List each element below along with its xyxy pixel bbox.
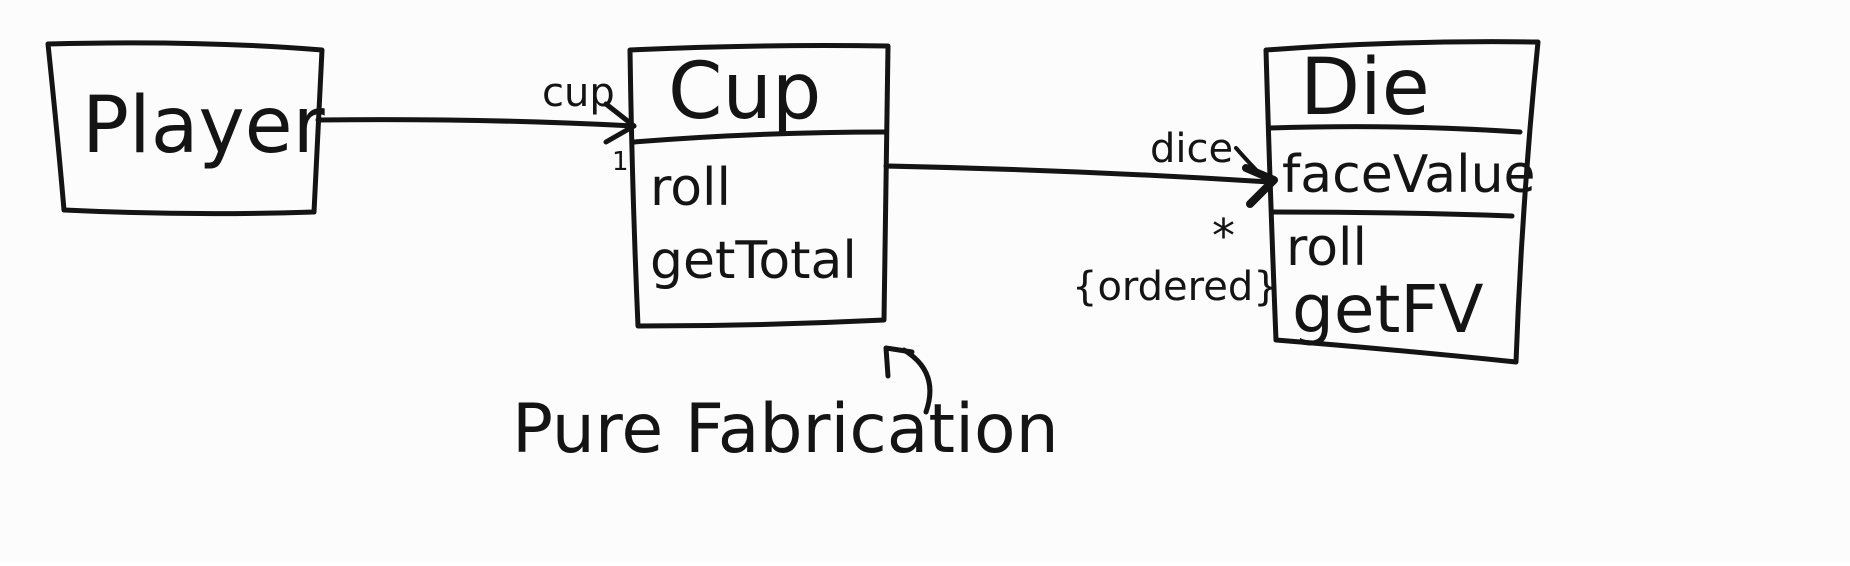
- association-cup-die: dice * {ordered}: [883, 126, 1279, 310]
- class-die-name: Die: [1300, 43, 1430, 133]
- association-player-cup: cup 1: [315, 70, 637, 177]
- class-die-operation-roll: roll: [1286, 218, 1367, 278]
- association-player-cup-arrowhead: [603, 101, 637, 145]
- association-player-cup-role: cup: [542, 70, 615, 116]
- class-die-box: [1263, 39, 1541, 365]
- class-die-attribute-divider: [1269, 209, 1515, 219]
- association-player-cup-multiplicity: 1: [612, 147, 629, 177]
- annotation-pure-fabrication: Pure Fabrication: [512, 345, 1059, 469]
- class-player-name: Player: [82, 81, 326, 171]
- annotation-pure-fabrication-pointer-head: [883, 345, 915, 379]
- class-cup-name: Cup: [668, 47, 821, 137]
- class-cup-operation-roll: roll: [650, 158, 731, 218]
- association-cup-die-line: [883, 163, 1273, 185]
- class-cup-operation-gettotal: getTotal: [650, 231, 857, 291]
- class-player: Player: [45, 40, 326, 217]
- association-cup-die-role: dice: [1150, 126, 1233, 172]
- class-die: Die faceValue roll getFV: [1263, 39, 1541, 365]
- association-cup-die-role-pointer: [1234, 146, 1266, 180]
- annotation-pure-fabrication-pointer: [901, 347, 933, 415]
- class-cup-box: [627, 43, 891, 329]
- association-cup-die-constraint: {ordered}: [1072, 264, 1279, 310]
- class-die-operation-getfv: getFV: [1292, 271, 1484, 348]
- class-die-name-divider: [1267, 124, 1523, 135]
- association-cup-die-multiplicity: *: [1212, 209, 1235, 263]
- annotation-pure-fabrication-text: Pure Fabrication: [512, 390, 1059, 469]
- class-die-attribute-facevalue: faceValue: [1282, 145, 1536, 205]
- association-player-cup-line: [315, 117, 637, 129]
- class-cup-name-divider: [631, 129, 889, 145]
- class-player-box: [45, 40, 325, 217]
- class-cup: Cup roll getTotal: [627, 43, 891, 329]
